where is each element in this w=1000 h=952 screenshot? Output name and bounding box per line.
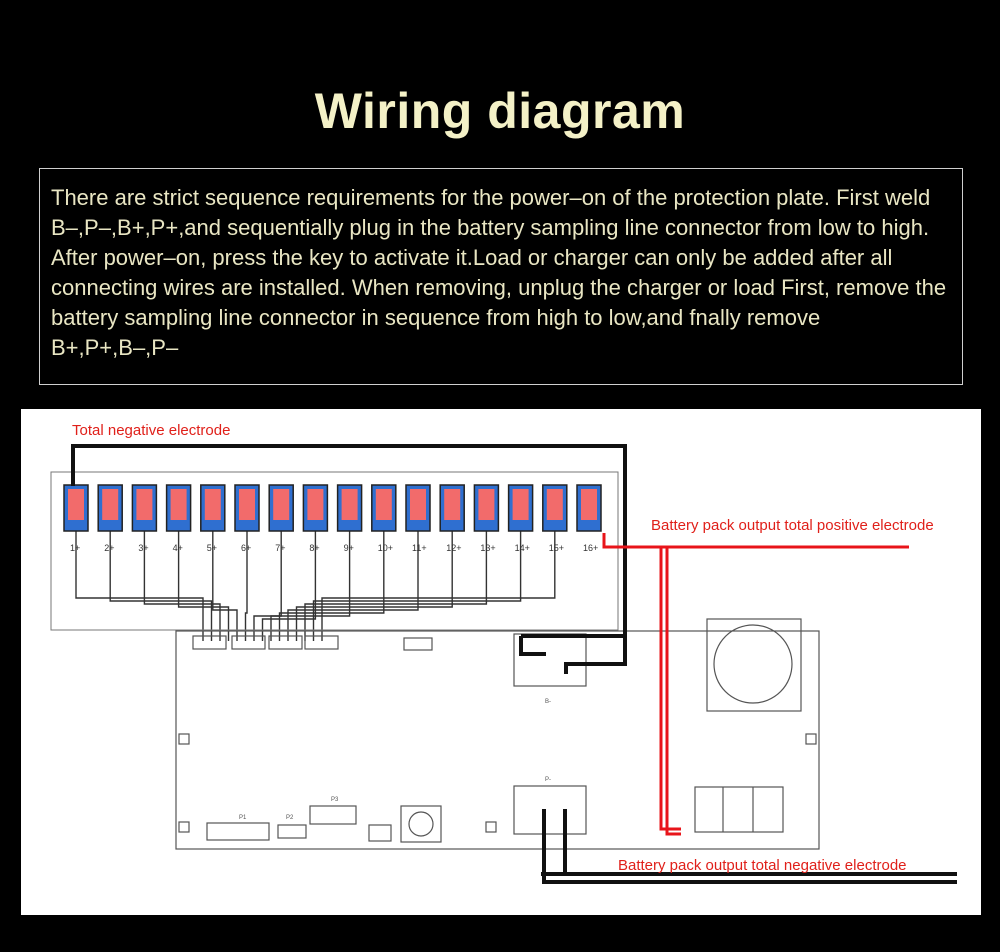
board-outline	[175, 630, 820, 850]
sampling-wire	[278, 531, 385, 641]
cell-label: 14+	[515, 543, 530, 553]
mounting-hole	[178, 733, 190, 745]
relay-block	[694, 786, 784, 833]
battery-cell: 1+	[63, 484, 89, 553]
connector-j4	[304, 635, 339, 650]
battery-cell: 14+	[507, 484, 534, 553]
sampling-wire	[212, 531, 238, 641]
cell-label: 16+	[583, 543, 598, 553]
battery-cell: 6+	[234, 484, 260, 553]
sampling-wire	[253, 531, 282, 641]
connector-j3	[268, 635, 303, 650]
cell-label: 11+	[412, 543, 427, 553]
page-title: Wiring diagram	[314, 83, 686, 139]
buzzer-icon	[713, 624, 793, 704]
sampling-wire	[295, 531, 453, 641]
connector-p1	[206, 822, 270, 841]
connector-small	[403, 637, 433, 651]
cell-frame	[50, 471, 619, 631]
instructions-text: There are strict sequence requirements f…	[51, 185, 947, 360]
cell-label: 7+	[275, 543, 285, 553]
connector-p3	[309, 805, 357, 825]
cell-label: 3+	[138, 543, 148, 553]
sampling-wire	[304, 531, 488, 641]
cell-label: 15+	[549, 543, 564, 553]
output-negative-wire-a	[542, 809, 957, 884]
connector-p2	[277, 824, 307, 839]
b-minus-wire-a	[519, 636, 546, 656]
cell-label: 2+	[104, 543, 114, 553]
label-p2: P2	[286, 815, 294, 821]
cell-label: 8+	[309, 543, 319, 553]
wiring-diagram: 1+ 2+ 3+ 4+ 5+ 6+ 7+ 8+ 9+ 10+ 11+ 12+ 13+ 14+ 15+ 16+	[21, 409, 981, 915]
battery-cells: 1+ 2+ 3+ 4+ 5+ 6+ 7+ 8+ 9+ 10+ 11+ 12+ 13+ 14+ 15+ 16+	[63, 484, 602, 553]
sampling-wires	[50, 471, 619, 641]
battery-cell: 7+	[268, 484, 294, 553]
terminal-p-minus	[513, 785, 587, 835]
label-p3: P3	[331, 797, 339, 803]
battery-cell: 9+	[336, 484, 363, 553]
sampling-wire	[143, 531, 221, 641]
sampling-wire	[321, 531, 556, 641]
activation-key-icon	[408, 811, 434, 837]
cell-label: 13+	[480, 543, 495, 553]
label-output-negative: Battery pack output total negative elect…	[618, 857, 907, 874]
cell-label: 6+	[241, 543, 251, 553]
battery-cell: 10+	[371, 484, 397, 553]
battery-cell: 5+	[200, 484, 226, 553]
instructions-box: There are strict sequence requirements f…	[39, 168, 963, 385]
cell-label: 10+	[378, 543, 393, 553]
sampling-wire	[109, 531, 213, 641]
mounting-hole	[805, 733, 817, 745]
battery-cell: 13+	[473, 484, 500, 553]
sampling-wire	[270, 531, 351, 641]
connector-j1	[192, 635, 227, 650]
buzzer-frame	[706, 618, 802, 712]
sampling-wire	[287, 531, 419, 641]
battery-cell: 16+	[576, 484, 602, 553]
positive-sense-wire-2	[665, 547, 681, 836]
output-positive-wire	[602, 533, 909, 549]
cell-label: 5+	[207, 543, 217, 553]
label-p1: P1	[239, 815, 247, 821]
mounting-hole	[485, 821, 497, 833]
battery-cell: 2+	[97, 484, 123, 553]
positive-sense-wire	[659, 547, 681, 831]
battery-cell: 3+	[131, 484, 158, 553]
sampling-wire	[312, 531, 522, 641]
total-negative-wire	[71, 444, 627, 638]
terminal-b-minus	[513, 633, 587, 687]
battery-cell: 4+	[165, 484, 192, 553]
label-total-negative: Total negative electrode	[72, 422, 230, 439]
protection-board	[175, 618, 820, 850]
b-minus-wire-b	[564, 636, 627, 674]
label-output-positive: Battery pack output total positive elect…	[651, 517, 934, 534]
cell-label: 4+	[173, 543, 183, 553]
activation-key-frame	[400, 805, 442, 843]
switch	[368, 824, 392, 842]
sampling-wire	[177, 531, 230, 641]
battery-cell: 15+	[542, 484, 568, 553]
battery-cell: 11+	[405, 484, 431, 553]
battery-cell: 12+	[439, 484, 465, 553]
sampling-wire	[244, 531, 248, 641]
connector-j2	[231, 635, 266, 650]
battery-cell: 8+	[302, 484, 329, 553]
cell-label: 1+	[70, 543, 80, 553]
cell-label: 9+	[344, 543, 354, 553]
label-p-minus: P-	[545, 777, 551, 783]
label-b-minus: B-	[545, 699, 551, 705]
mounting-hole	[178, 821, 190, 833]
sampling-wire	[75, 531, 204, 641]
cell-label: 12+	[446, 543, 461, 553]
